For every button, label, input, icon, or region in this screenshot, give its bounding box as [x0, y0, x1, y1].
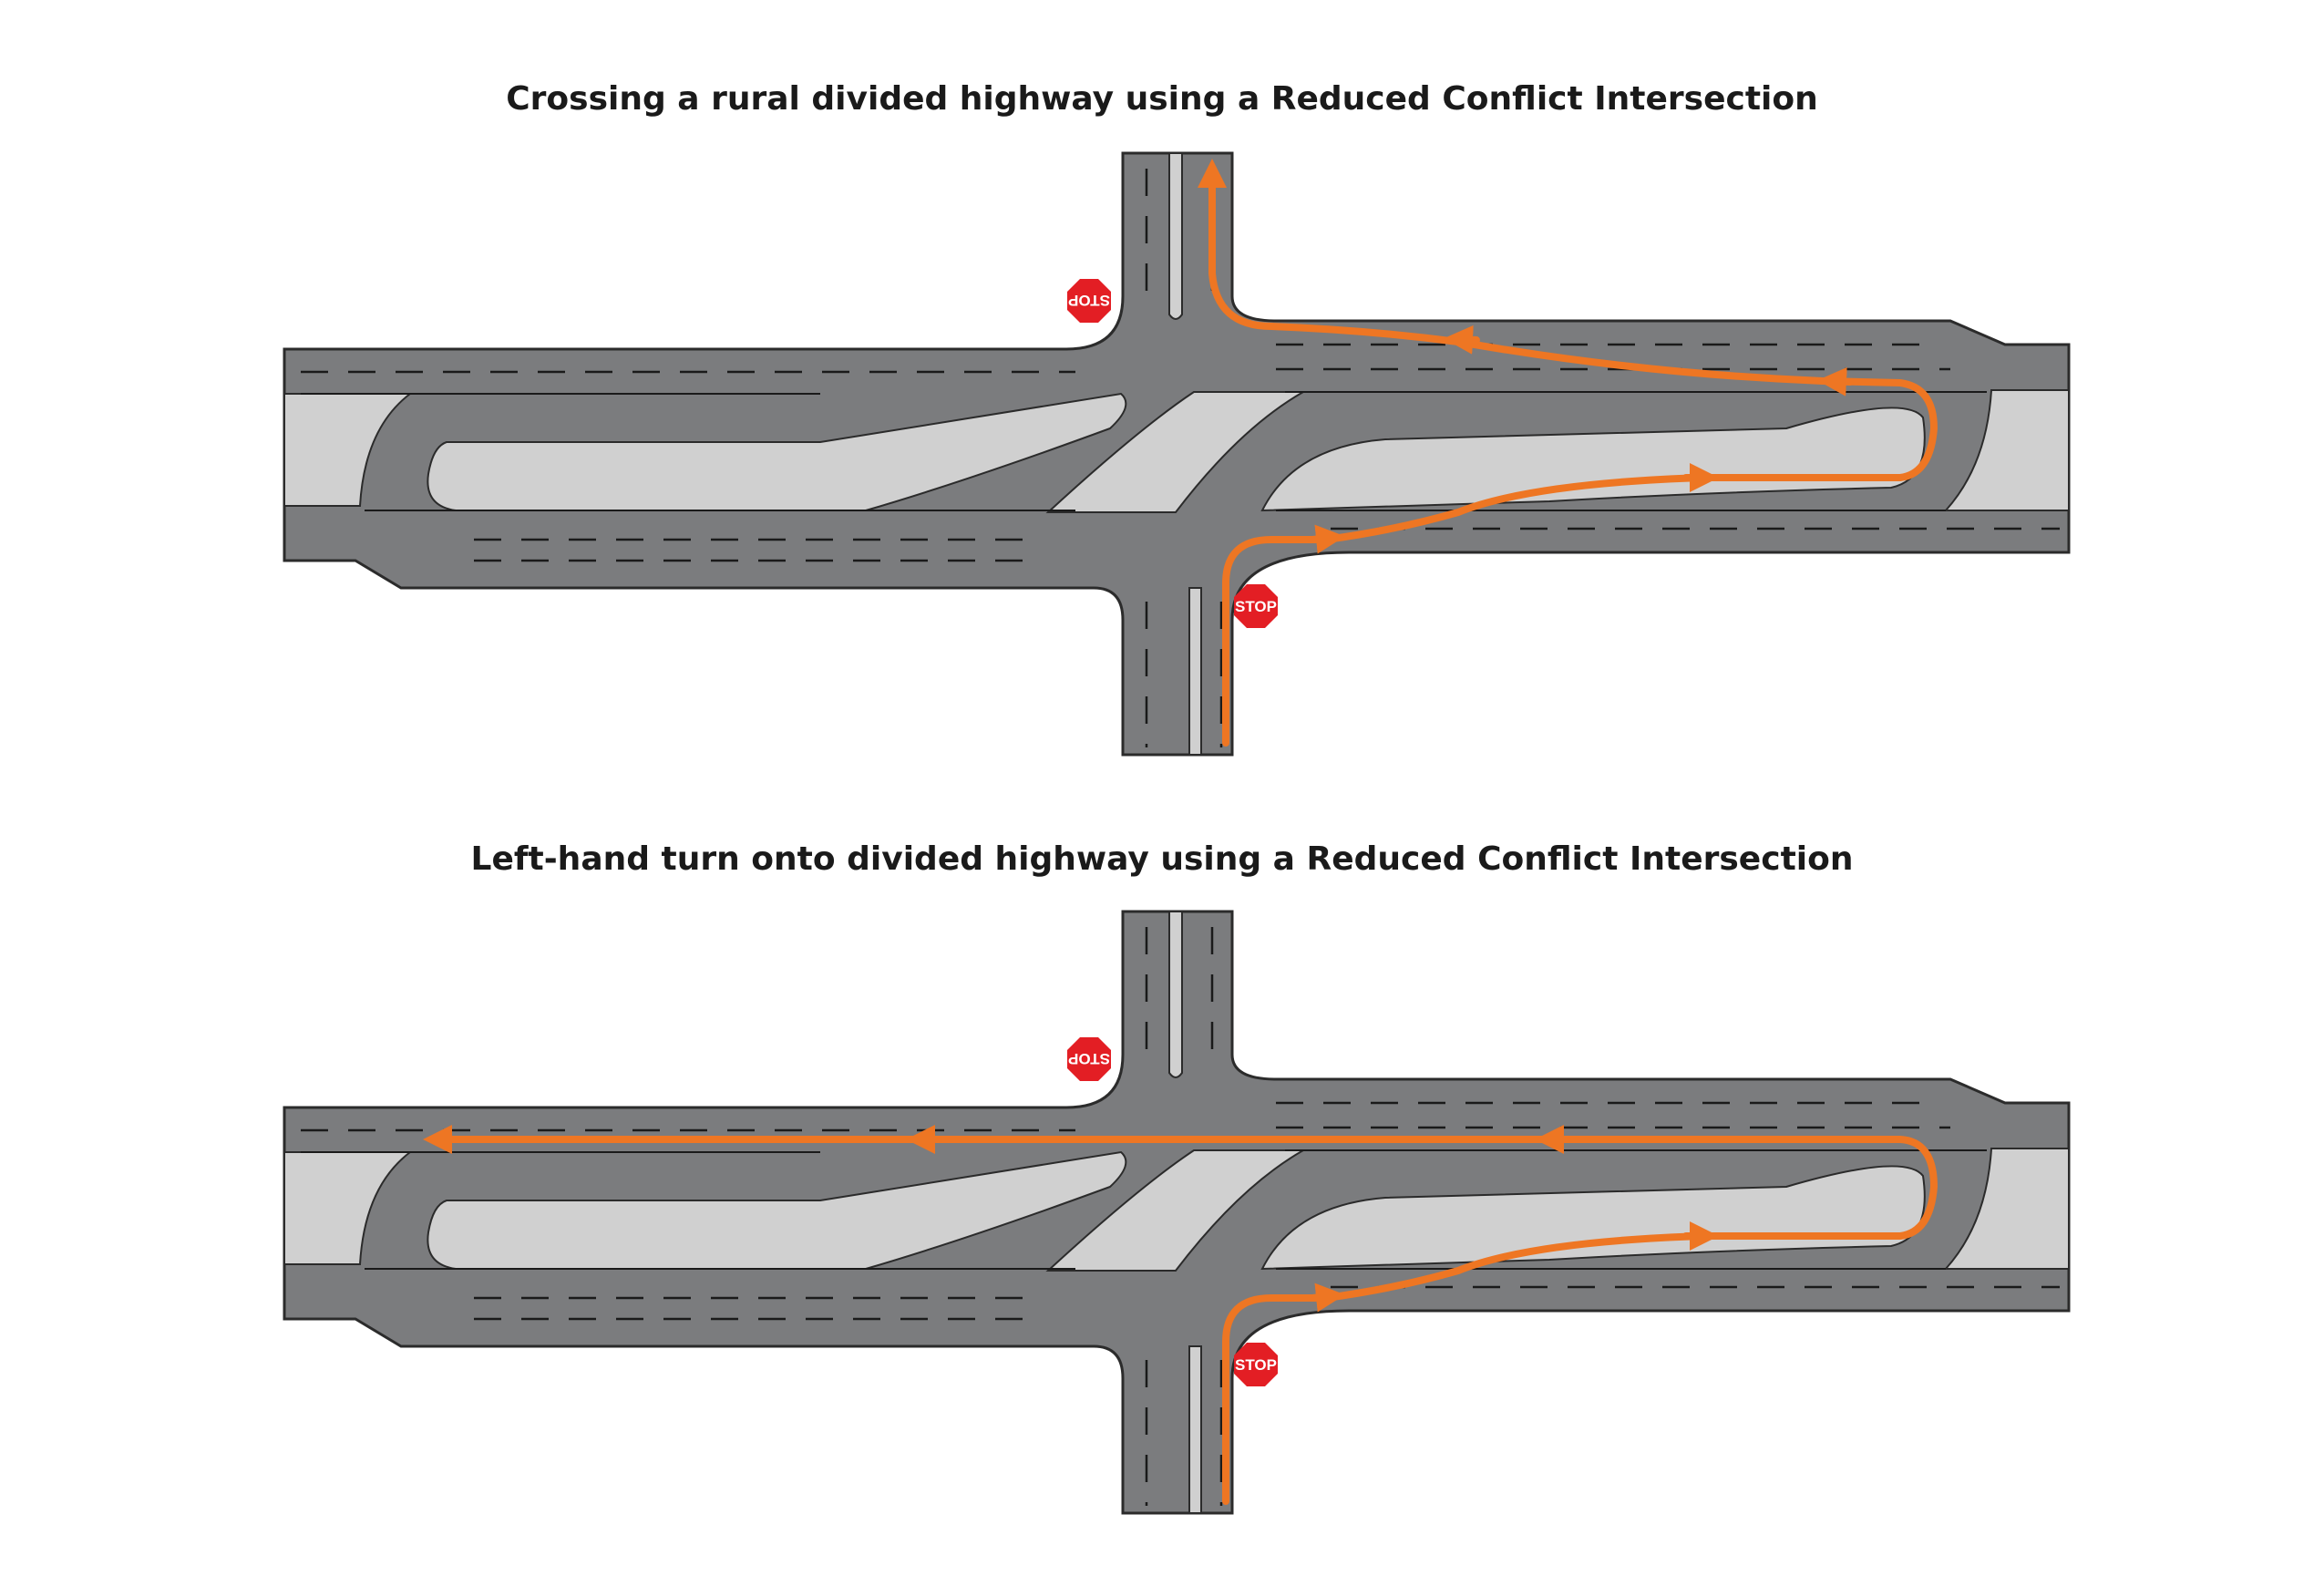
svg-text:STOP: STOP: [1235, 1356, 1277, 1374]
stop-sign: STOP: [1067, 1037, 1111, 1081]
stop-sign: STOP: [1234, 1343, 1278, 1386]
diagram-title-crossing: Crossing a rural divided highway using a…: [506, 80, 1818, 118]
svg-text:STOP: STOP: [1068, 292, 1110, 309]
rci-diagram-left-turn: STOP STOP: [283, 910, 2071, 1515]
highway-road-network: [283, 910, 2071, 1515]
svg-text:STOP: STOP: [1235, 598, 1277, 615]
rci-diagram-crossing: STOP STOP: [283, 151, 2071, 757]
crossing-route-path: [1198, 159, 1938, 747]
stop-sign: STOP: [1234, 584, 1278, 628]
stop-sign: STOP: [1067, 279, 1111, 323]
diagram-title-left-turn: Left-hand turn onto divided highway usin…: [470, 840, 1854, 878]
highway-road-network: [283, 151, 2071, 757]
left-turn-route-path: [423, 1125, 1938, 1505]
svg-text:STOP: STOP: [1068, 1050, 1110, 1067]
